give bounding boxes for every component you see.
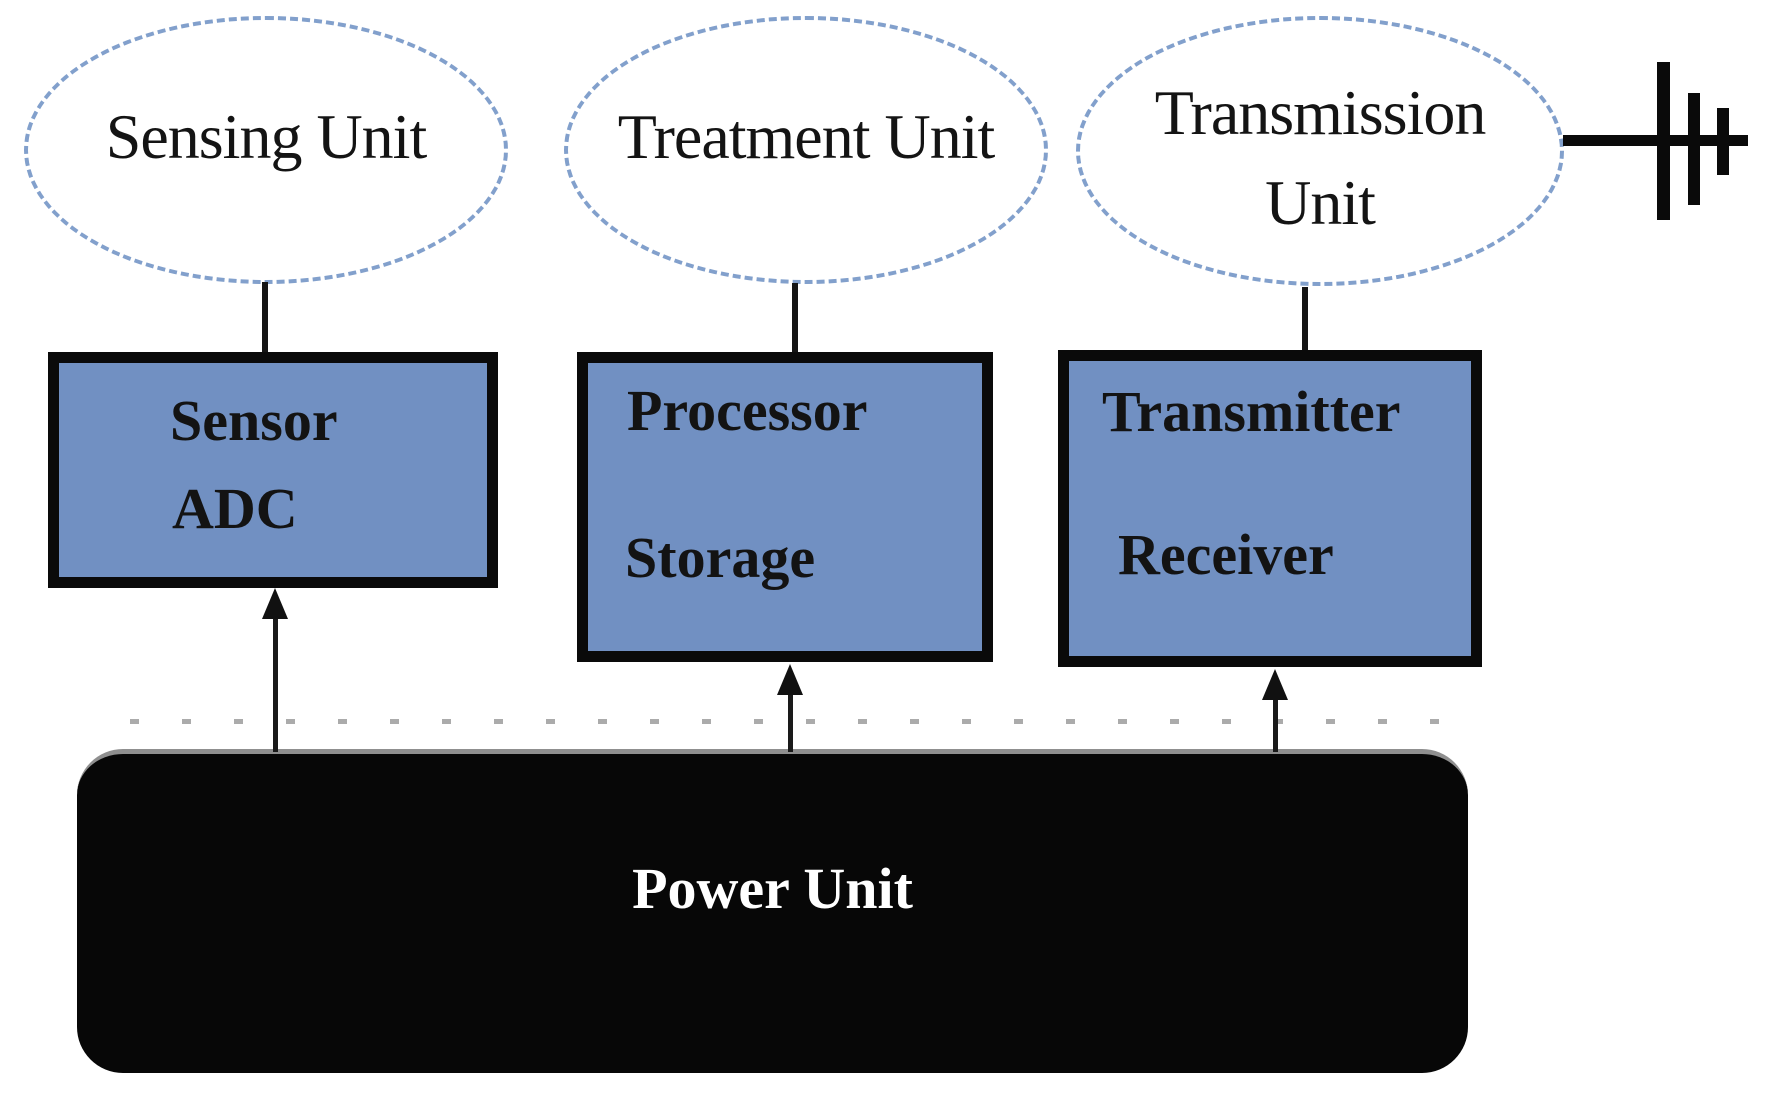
sensing-unit-label: Sensing Unit xyxy=(105,101,427,172)
power-arrow-head-processor xyxy=(777,664,803,695)
receiver-label: Receiver xyxy=(1118,522,1334,587)
connector-sensing-to-sensor xyxy=(262,282,268,354)
box-sensor-adc xyxy=(48,352,498,588)
transmitter-label: Transmitter xyxy=(1102,379,1401,444)
ellipse-treatment-unit: Treatment Unit xyxy=(564,16,1048,284)
antenna-feed-line xyxy=(1563,135,1748,146)
power-arrow-stem-processor xyxy=(788,691,793,752)
connector-transmission-to-transmitter xyxy=(1302,287,1308,352)
treatment-unit-label: Treatment Unit xyxy=(617,101,996,172)
box-transmitter-receiver xyxy=(1058,350,1482,667)
box-processor-storage xyxy=(577,352,993,662)
power-arrow-head-transmitter xyxy=(1262,669,1288,700)
antenna-bar-short xyxy=(1717,108,1729,175)
power-unit-label: Power Unit xyxy=(632,856,913,921)
power-arrow-stem-transmitter xyxy=(1273,696,1278,752)
power-arrow-head-sensor xyxy=(262,588,288,619)
connector-treatment-to-processor xyxy=(792,283,798,354)
sensor-label: Sensor xyxy=(170,388,338,453)
dashed-separator-line xyxy=(130,719,1460,724)
processor-label: Processor xyxy=(627,378,868,443)
antenna-bar-mid xyxy=(1688,93,1700,205)
antenna-bar-tall xyxy=(1657,62,1670,220)
adc-label: ADC xyxy=(172,476,298,541)
power-arrow-stem-sensor xyxy=(273,615,278,752)
storage-label: Storage xyxy=(625,525,816,590)
ellipse-sensing-unit: Sensing Unit xyxy=(24,16,508,284)
ellipse-transmission-unit: Transmission Unit xyxy=(1076,16,1564,286)
transmission-unit-label: Transmission Unit xyxy=(1154,77,1487,238)
power-unit xyxy=(77,749,1468,1073)
